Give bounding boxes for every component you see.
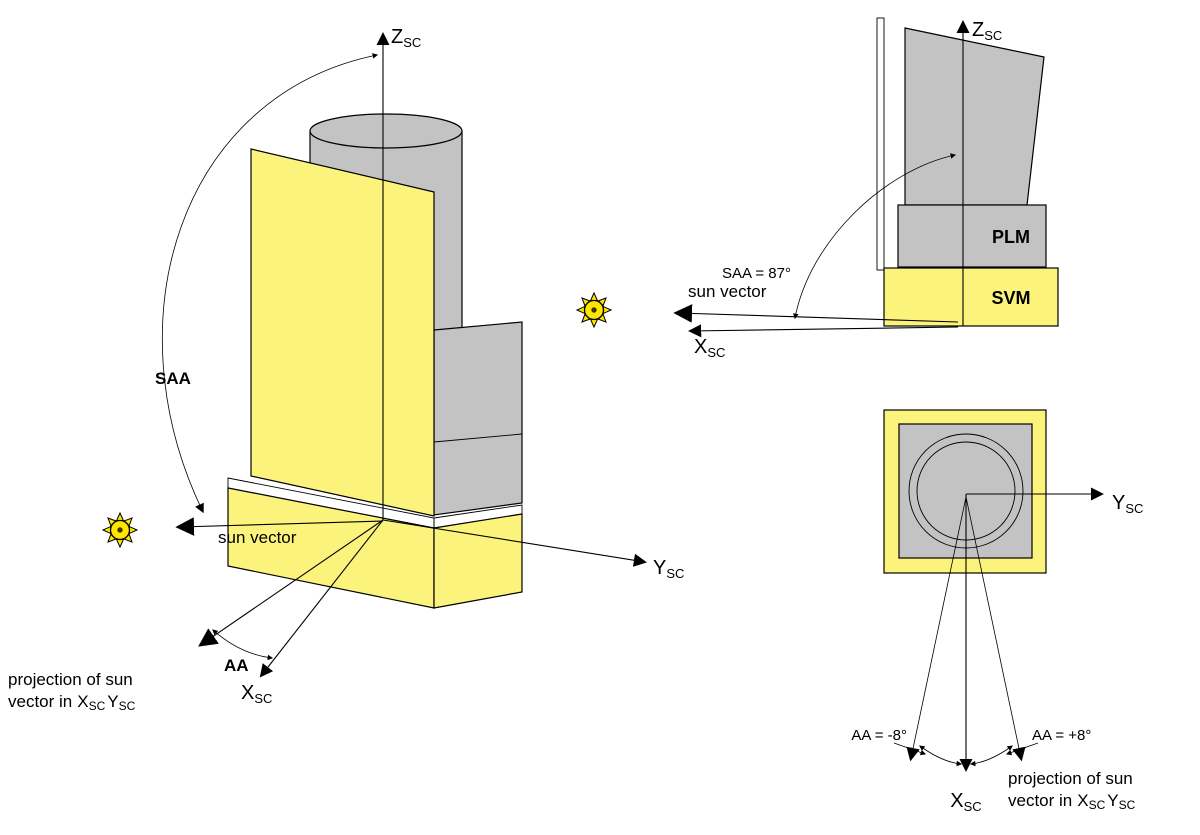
side-x-axis bbox=[688, 324, 959, 338]
iso-view: ZSC YSC XSC sun vector SAA AA projection… bbox=[8, 26, 684, 713]
telescope-cylinder-top bbox=[309, 113, 463, 149]
svm-box-side bbox=[883, 267, 1059, 327]
top-x-axis-label: XSC bbox=[950, 790, 981, 814]
top-aa-arc-plus bbox=[969, 745, 1013, 767]
telescope-side bbox=[904, 27, 1045, 206]
sun-icon bbox=[102, 512, 138, 548]
iso-sun-vector-arrow bbox=[175, 517, 384, 536]
iso-aa-arc bbox=[212, 629, 274, 661]
iso-y-axis bbox=[382, 519, 647, 567]
iso-x-axis-label: XSC bbox=[241, 682, 272, 706]
top-aa-minus-leader bbox=[893, 742, 927, 756]
top-aa-minus-label: AA = -8° bbox=[851, 727, 907, 744]
iso-projection-label-line1: projection of sun bbox=[8, 670, 133, 689]
side-sun-vector-label: sun vector bbox=[688, 282, 767, 301]
iso-sun-vector-label: sun vector bbox=[218, 528, 297, 547]
plm-box-iso bbox=[433, 321, 523, 516]
solar-panel-iso bbox=[250, 148, 435, 517]
side-z-axis-label: ZSC bbox=[972, 19, 1002, 43]
top-y-axis-label: YSC bbox=[1112, 492, 1143, 516]
iso-projection-arrow bbox=[198, 519, 384, 647]
top-aa-plus-label: AA = +8° bbox=[1032, 727, 1091, 744]
svm-label: SVM bbox=[991, 288, 1030, 308]
plm-label: PLM bbox=[992, 227, 1030, 247]
top-projection-arrow-plus bbox=[965, 496, 1026, 762]
side-view: ZSC XSC sun vector SAA = 87° PLM SVM bbox=[576, 17, 1059, 360]
plm-box-step-line bbox=[433, 433, 523, 443]
top-aa-plus-leader bbox=[1005, 742, 1039, 756]
iso-z-axis-label: ZSC bbox=[391, 26, 421, 50]
top-view: YSC XSC AA = -8° AA = +8° projection of … bbox=[851, 409, 1143, 814]
sun-icon bbox=[576, 292, 612, 328]
top-projection-arrow-minus bbox=[906, 496, 967, 762]
top-aa-arc-minus bbox=[919, 745, 963, 767]
iso-y-axis-label: YSC bbox=[653, 557, 684, 581]
side-saa-value-label: SAA = 87° bbox=[722, 265, 791, 282]
svm-box-iso-right bbox=[433, 513, 523, 609]
iso-aa-label: AA bbox=[224, 656, 249, 675]
iso-saa-label: SAA bbox=[155, 369, 191, 388]
side-saa-arc bbox=[793, 153, 957, 320]
side-x-axis-label: XSC bbox=[694, 336, 725, 360]
iso-x-axis bbox=[259, 519, 384, 678]
top-projection-label-line1: projection of sun bbox=[1008, 769, 1133, 788]
iso-saa-arc bbox=[162, 53, 379, 514]
